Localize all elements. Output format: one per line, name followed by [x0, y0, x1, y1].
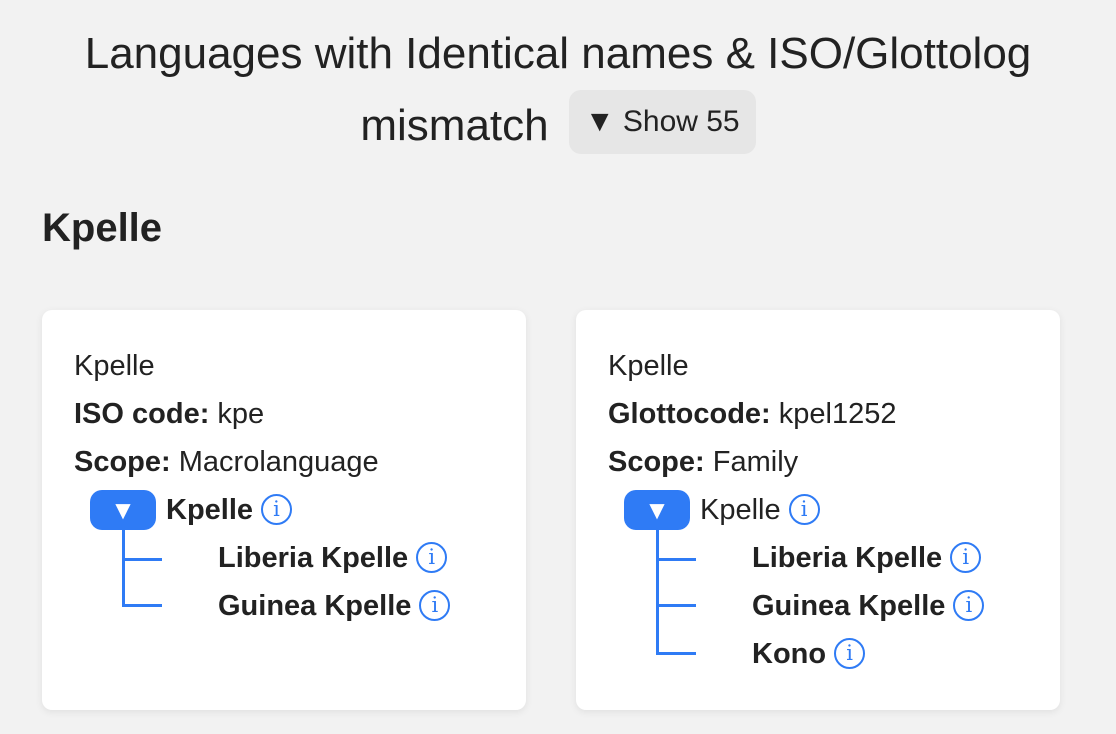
glottocode-value: kpel1252: [770, 398, 897, 430]
info-icon[interactable]: i: [950, 541, 982, 573]
iso-child-label: Guinea Kpelle: [218, 590, 412, 622]
glottolog-card: Kpelle Glottocode: kpel1252 Scope: Famil…: [576, 310, 1060, 710]
glottolog-child-label: Liberia Kpelle: [752, 542, 943, 574]
section-heading: Kpelle: [42, 206, 163, 250]
iso-language-name: Kpelle: [74, 350, 155, 382]
iso-scope-row: Scope: Macrolanguage: [74, 444, 379, 480]
iso-child-label: Liberia Kpelle: [218, 542, 409, 574]
iso-code-row: ISO code: kpe: [74, 396, 264, 432]
glottolog-scope-label: Scope:: [608, 446, 705, 478]
info-icon[interactable]: i: [261, 493, 293, 525]
glottolog-scope-row: Scope: Family: [608, 444, 798, 480]
title-line-1: Languages with Identical names & ISO/Glo…: [84, 29, 1032, 78]
title-line-2: mismatch: [360, 101, 549, 150]
page-title: Languages with Identical names & ISO/Glo…: [0, 18, 1116, 162]
tree-branch: [656, 652, 696, 655]
glottolog-tree-root-label: Kpelle: [700, 494, 781, 526]
glottolog-scope-value: Family: [704, 446, 799, 478]
iso-code-value: kpe: [209, 398, 265, 430]
tree-connector: [122, 530, 125, 604]
iso-code-label: ISO code:: [74, 398, 210, 430]
glottolog-tree-toggle-button[interactable]: ▼: [624, 490, 690, 530]
glottolog-child-label: Kono: [752, 638, 827, 670]
tree-branch: [656, 558, 696, 561]
iso-scope-label: Scope:: [74, 446, 171, 478]
tree-branch: [122, 558, 162, 561]
glottocode-label: Glottocode:: [608, 398, 771, 430]
tree-branch: [122, 604, 162, 607]
iso-card: Kpelle ISO code: kpe Scope: Macrolanguag…: [42, 310, 526, 710]
glottolog-language-name: Kpelle: [608, 350, 689, 382]
tree-connector: [656, 530, 659, 652]
tree-branch: [656, 604, 696, 607]
show-more-button[interactable]: ▼ Show 55: [568, 90, 756, 155]
glottolog-child-label: Guinea Kpelle: [752, 590, 946, 622]
info-icon[interactable]: i: [834, 637, 866, 669]
info-icon[interactable]: i: [416, 541, 448, 573]
iso-tree-toggle-button[interactable]: ▼: [90, 490, 156, 530]
glottocode-row: Glottocode: kpel1252: [608, 396, 896, 432]
info-icon[interactable]: i: [419, 589, 451, 621]
iso-tree-root-label: Kpelle: [166, 494, 254, 526]
info-icon[interactable]: i: [953, 589, 985, 621]
iso-scope-value: Macrolanguage: [170, 446, 379, 478]
info-icon[interactable]: i: [788, 493, 820, 525]
